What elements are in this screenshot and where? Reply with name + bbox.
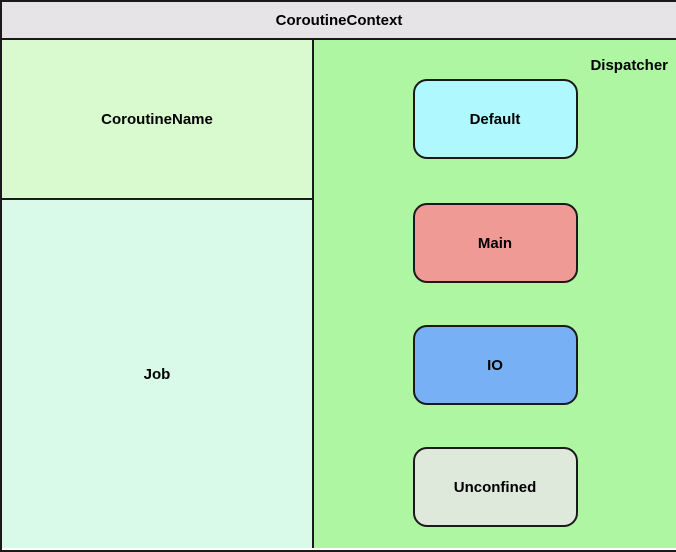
panel-dispatcher: Dispatcher Default Main IO Unconfined: [314, 40, 676, 548]
dispatcher-box-unconfined: Unconfined: [412, 447, 578, 527]
dispatcher-io-label: IO: [487, 356, 503, 374]
coroutine-context-header: CoroutineContext: [2, 2, 676, 40]
diagram-body: CoroutineName Job Dispatcher Default Mai…: [2, 40, 676, 548]
context-elements-column: CoroutineName Job: [2, 40, 314, 548]
dispatcher-box-default: Default: [412, 79, 578, 159]
coroutine-name-label: CoroutineName: [101, 110, 213, 128]
dispatcher-default-label: Default: [469, 110, 521, 128]
panel-coroutine-name: CoroutineName: [2, 40, 312, 200]
dispatcher-box-main: Main: [412, 203, 578, 283]
diagram-title: CoroutineContext: [275, 11, 403, 29]
job-label: Job: [143, 365, 171, 383]
dispatcher-main-label: Main: [477, 234, 513, 252]
dispatcher-box-io: IO: [412, 325, 578, 405]
dispatcher-unconfined-label: Unconfined: [453, 478, 537, 496]
panel-job: Job: [2, 200, 312, 548]
dispatcher-label: Dispatcher: [590, 57, 668, 74]
